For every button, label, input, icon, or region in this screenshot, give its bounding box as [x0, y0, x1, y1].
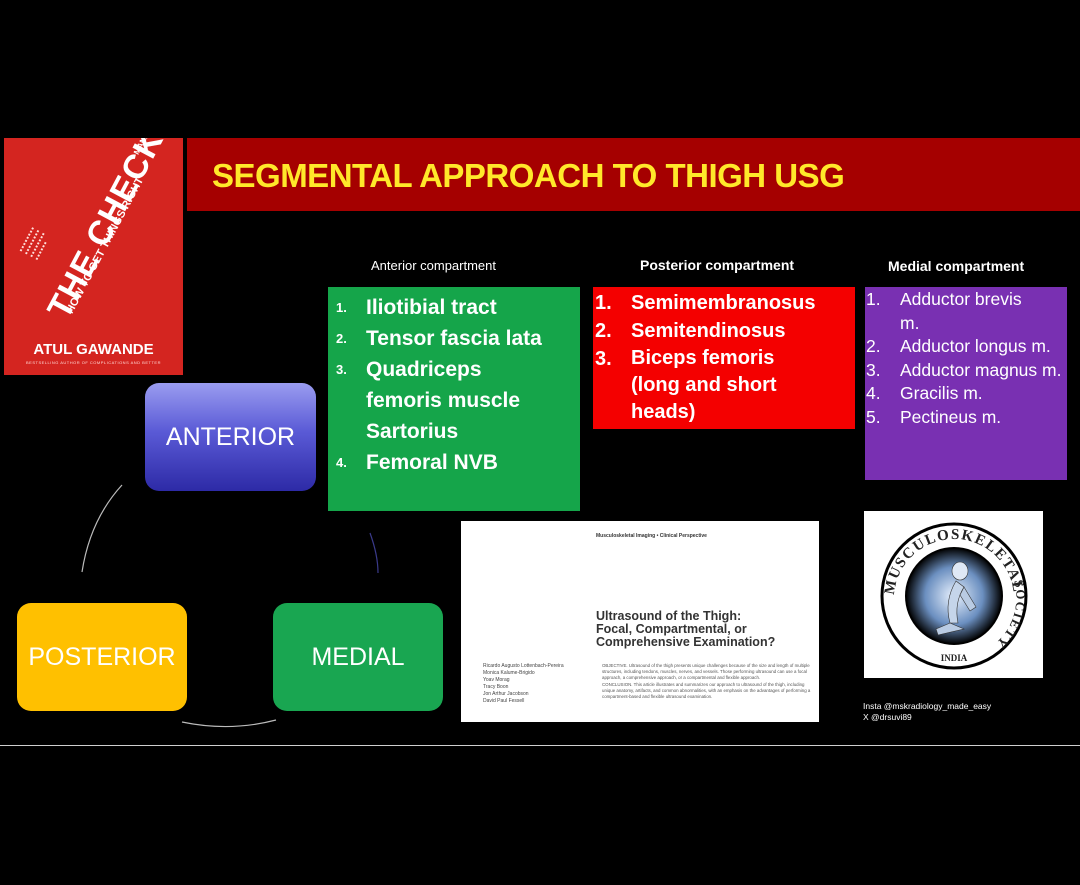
title-banner: SEGMENTAL APPROACH TO THIGH USG: [187, 138, 1080, 211]
list-item: 2.Tensor fascia lata: [336, 327, 542, 350]
cycle-node-anterior: ANTERIOR: [145, 383, 316, 491]
article-section: Musculoskeletal Imaging • Clinical Persp…: [596, 533, 707, 539]
book-blurb-text: ■ ■ ■ ■ ■ ■ ■ ■■ ■ ■ ■ ■ ■ ■ ■■ ■ ■ ■ ■ …: [18, 226, 48, 261]
list-item: 3.Adductor magnus m.: [866, 359, 1062, 380]
article-title: Ultrasound of the Thigh: Focal, Compartm…: [596, 609, 776, 649]
list-item: 1.Iliotibial tract: [336, 296, 497, 319]
list-item: 5.Pectineus m.: [866, 406, 1002, 427]
list-item: 3.Quadriceps femoris muscle Sartorius: [336, 358, 521, 443]
arc-anterior-posterior: [81, 484, 123, 573]
list-item: 1.Semimembranosus: [595, 292, 816, 314]
society-logo: MUSCULOSKELETAL SOCIETY INDIA: [864, 511, 1043, 678]
credits: Insta @mskradiology_made_easy X @drsuvi8…: [863, 701, 991, 723]
x-handle: X @drsuvi89: [863, 712, 912, 722]
list-item: 2.Adductor longus m.: [866, 336, 1051, 356]
arc-posterior-medial: [181, 719, 277, 728]
arc-medial-anterior: [369, 532, 379, 574]
medial-list-box: 1.Adductor brevis m. 2.Adductor longus m…: [865, 287, 1067, 480]
medial-heading: Medial compartment: [888, 258, 1025, 274]
posterior-list-box: 1.Semimembranosus 2.Semitendinosus 3.Bic…: [593, 287, 855, 429]
book-cover-image: ■ ■ ■ ■ ■ ■ ■ ■■ ■ ■ ■ ■ ■ ■ ■■ ■ ■ ■ ■ …: [4, 138, 183, 375]
list-item: 2.Semitendinosus: [595, 320, 786, 342]
list-item: 4.Gracilis m.: [866, 383, 983, 403]
article-abstract: OBJECTIVE. Ultrasound of the thigh prese…: [602, 663, 811, 700]
journal-article-thumbnail: Musculoskeletal Imaging • Clinical Persp…: [461, 521, 819, 722]
anterior-heading: Anterior compartment: [371, 258, 496, 273]
anterior-list-box: 1.Iliotibial tract 2.Tensor fascia lata …: [328, 287, 580, 511]
book-author: ATUL GAWANDE: [33, 341, 154, 358]
seal-country: INDIA: [941, 653, 968, 663]
cycle-node-posterior: POSTERIOR: [17, 603, 187, 711]
cycle-arrows: [81, 484, 379, 728]
society-seal-icon: MUSCULOSKELETAL SOCIETY INDIA: [880, 522, 1028, 670]
book-tagline: BESTSELLING AUTHOR OF COMPLICATIONS AND …: [26, 360, 161, 365]
list-item: 4.Femoral NVB: [336, 451, 498, 474]
list-item: 1.Adductor brevis m.: [866, 289, 1022, 333]
list-item: 3.Biceps femoris (long and short heads): [595, 347, 777, 423]
slide-title: SEGMENTAL APPROACH TO THIGH USG: [212, 157, 845, 194]
cycle-node-medial: MEDIAL: [273, 603, 443, 711]
article-authors: Ricardo Augusto Lottenbach-Pereira Monic…: [483, 663, 564, 704]
insta-handle: Insta @mskradiology_made_easy: [863, 701, 992, 711]
posterior-heading: Posterior compartment: [640, 257, 795, 273]
slide-divider: [0, 745, 1080, 746]
